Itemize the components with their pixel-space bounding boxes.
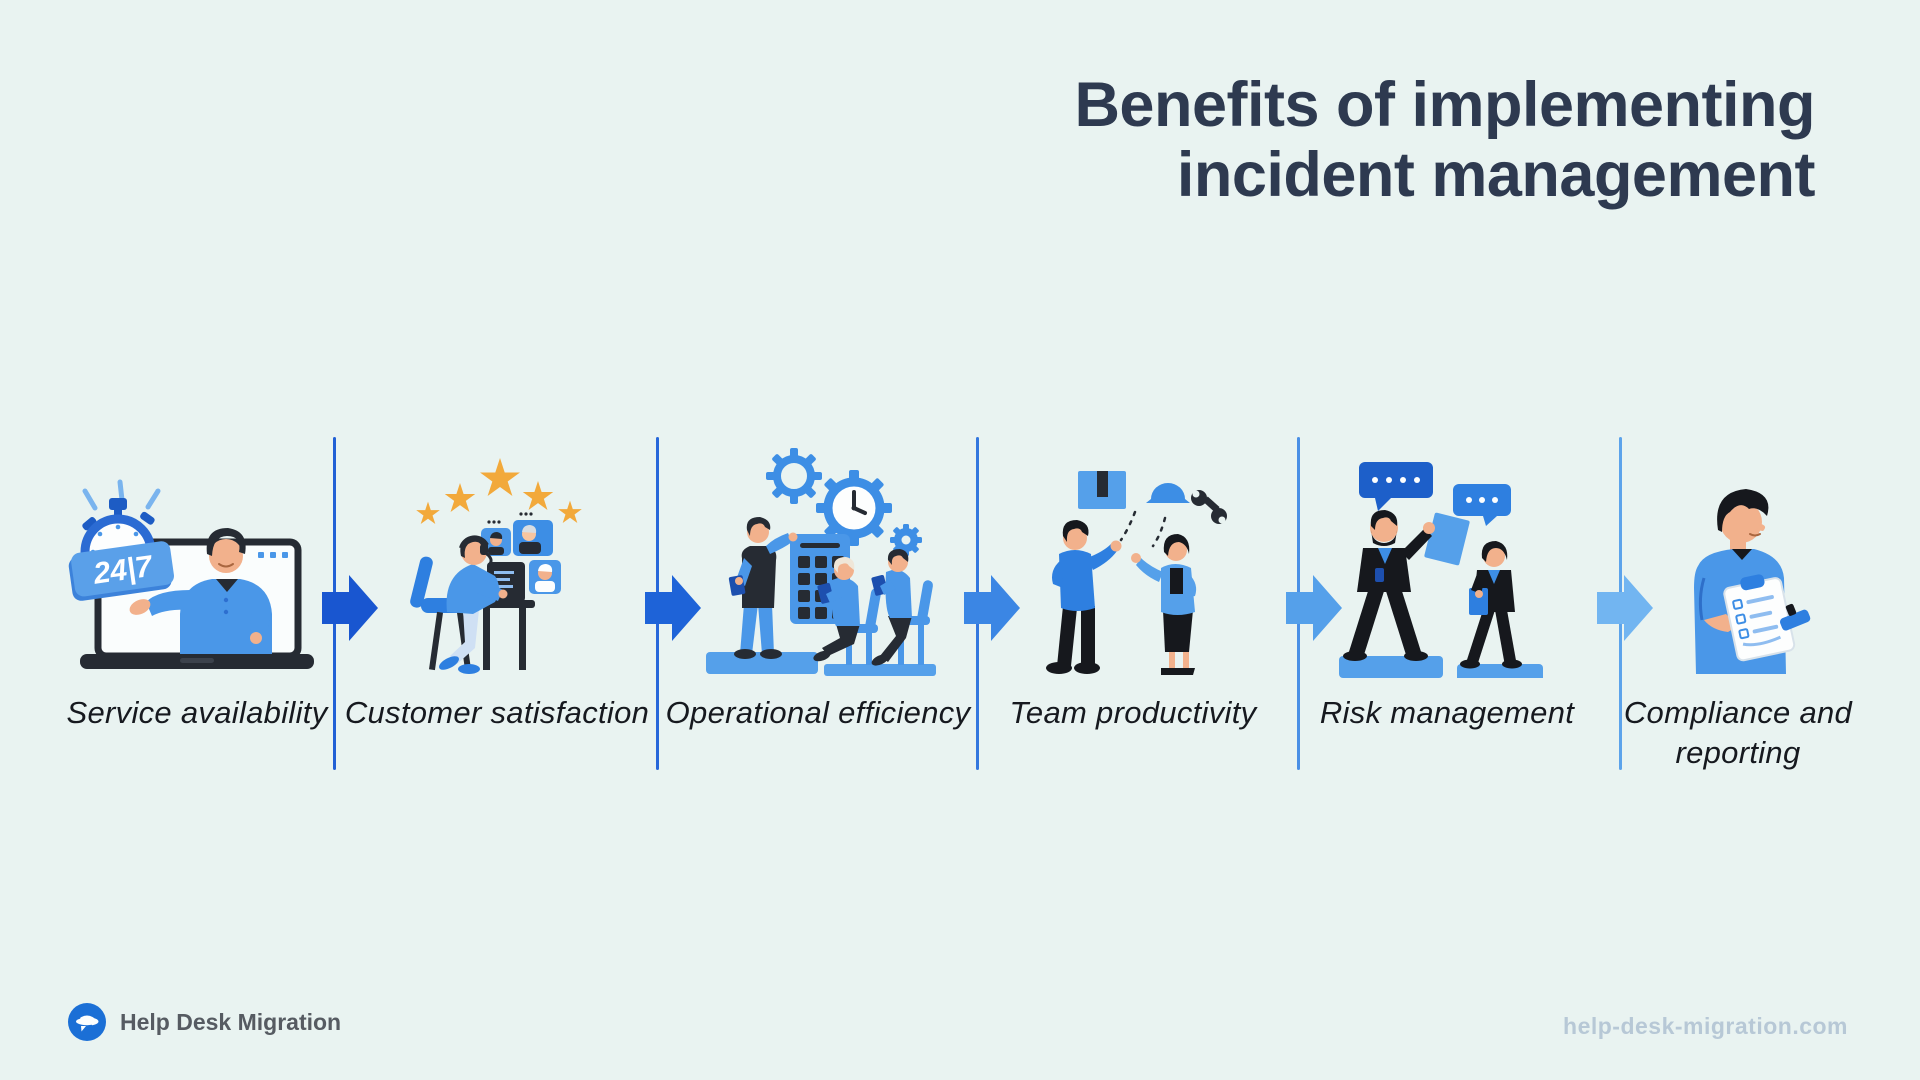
flow-arrow-icon xyxy=(645,575,701,641)
flow-arrow-icon xyxy=(322,575,378,641)
speech-bubble-icon xyxy=(1359,462,1433,511)
page-title-line2: incident management xyxy=(1176,140,1816,210)
service-availability-illustration: 24|7 xyxy=(62,438,332,678)
benefit-label: Risk management xyxy=(1319,695,1575,730)
benefit-label: Service availability xyxy=(66,695,328,730)
benefit-label: Operational efficiency xyxy=(665,695,971,730)
flow-arrow-icon xyxy=(1286,575,1342,641)
page-title: Benefits of implementing incident manage… xyxy=(1074,70,1815,210)
document-icon xyxy=(1424,512,1470,566)
presenter-person xyxy=(706,517,818,674)
compliance-reporting-illustration xyxy=(1642,438,1834,678)
hard-hat-icon xyxy=(1146,483,1190,503)
customer-satisfaction-illustration xyxy=(377,438,617,678)
consultant-woman-person xyxy=(1457,541,1543,678)
flow-arrow-icon xyxy=(1597,575,1653,641)
badge-247-icon: 24|7 xyxy=(68,541,174,601)
dashed-connector-lines xyxy=(1119,510,1167,548)
benefit-section-compliance-reporting: Compliance and reporting xyxy=(1568,438,1908,773)
page-title-line1: Benefits of implementing xyxy=(1074,70,1815,140)
benefit-section-service-availability: 24|7 Service availability xyxy=(27,438,367,733)
website-url: help-desk-migration.com xyxy=(1563,1013,1848,1039)
sparkle-rays-icon xyxy=(82,479,161,511)
operational-efficiency-illustration xyxy=(692,438,944,678)
benefit-label: Customer satisfaction xyxy=(344,695,650,730)
consultant-man-person xyxy=(1339,510,1443,678)
agent-on-chair xyxy=(410,535,508,674)
clipboard-checklist-icon xyxy=(1723,574,1796,662)
brand-logo-lockup: Help Desk Migration xyxy=(68,1003,341,1041)
benefit-section-risk-management: Risk management xyxy=(1277,438,1617,733)
speech-bubble-icon xyxy=(1453,484,1511,526)
benefit-section-customer-satisfaction: Customer satisfaction xyxy=(327,438,667,733)
team-productivity-illustration xyxy=(1023,438,1243,678)
woman-person xyxy=(1131,534,1197,675)
brand-name: Help Desk Migration xyxy=(120,1008,342,1035)
wrench-icon xyxy=(1191,490,1227,524)
desk-monitor-icon xyxy=(477,562,535,670)
seated-team-persons xyxy=(813,549,936,676)
man-person xyxy=(1046,520,1122,674)
help-desk-migration-logo-icon xyxy=(68,1003,106,1041)
benefit-label: Team productivity xyxy=(1009,695,1257,730)
rating-stars-icon xyxy=(416,458,582,525)
benefit-section-team-productivity: Team productivity xyxy=(963,438,1303,733)
benefit-section-operational-efficiency: Operational efficiency xyxy=(648,438,988,733)
video-call-tiles-icon xyxy=(481,512,561,594)
gear-icon xyxy=(766,448,822,504)
benefit-label: Compliance and reporting xyxy=(1623,695,1853,770)
risk-management-illustration xyxy=(1331,438,1563,678)
stamp-icon xyxy=(1779,603,1811,631)
flow-arrow-icon xyxy=(964,575,1020,641)
package-box-icon xyxy=(1078,471,1126,509)
support-agent-person xyxy=(129,528,272,656)
